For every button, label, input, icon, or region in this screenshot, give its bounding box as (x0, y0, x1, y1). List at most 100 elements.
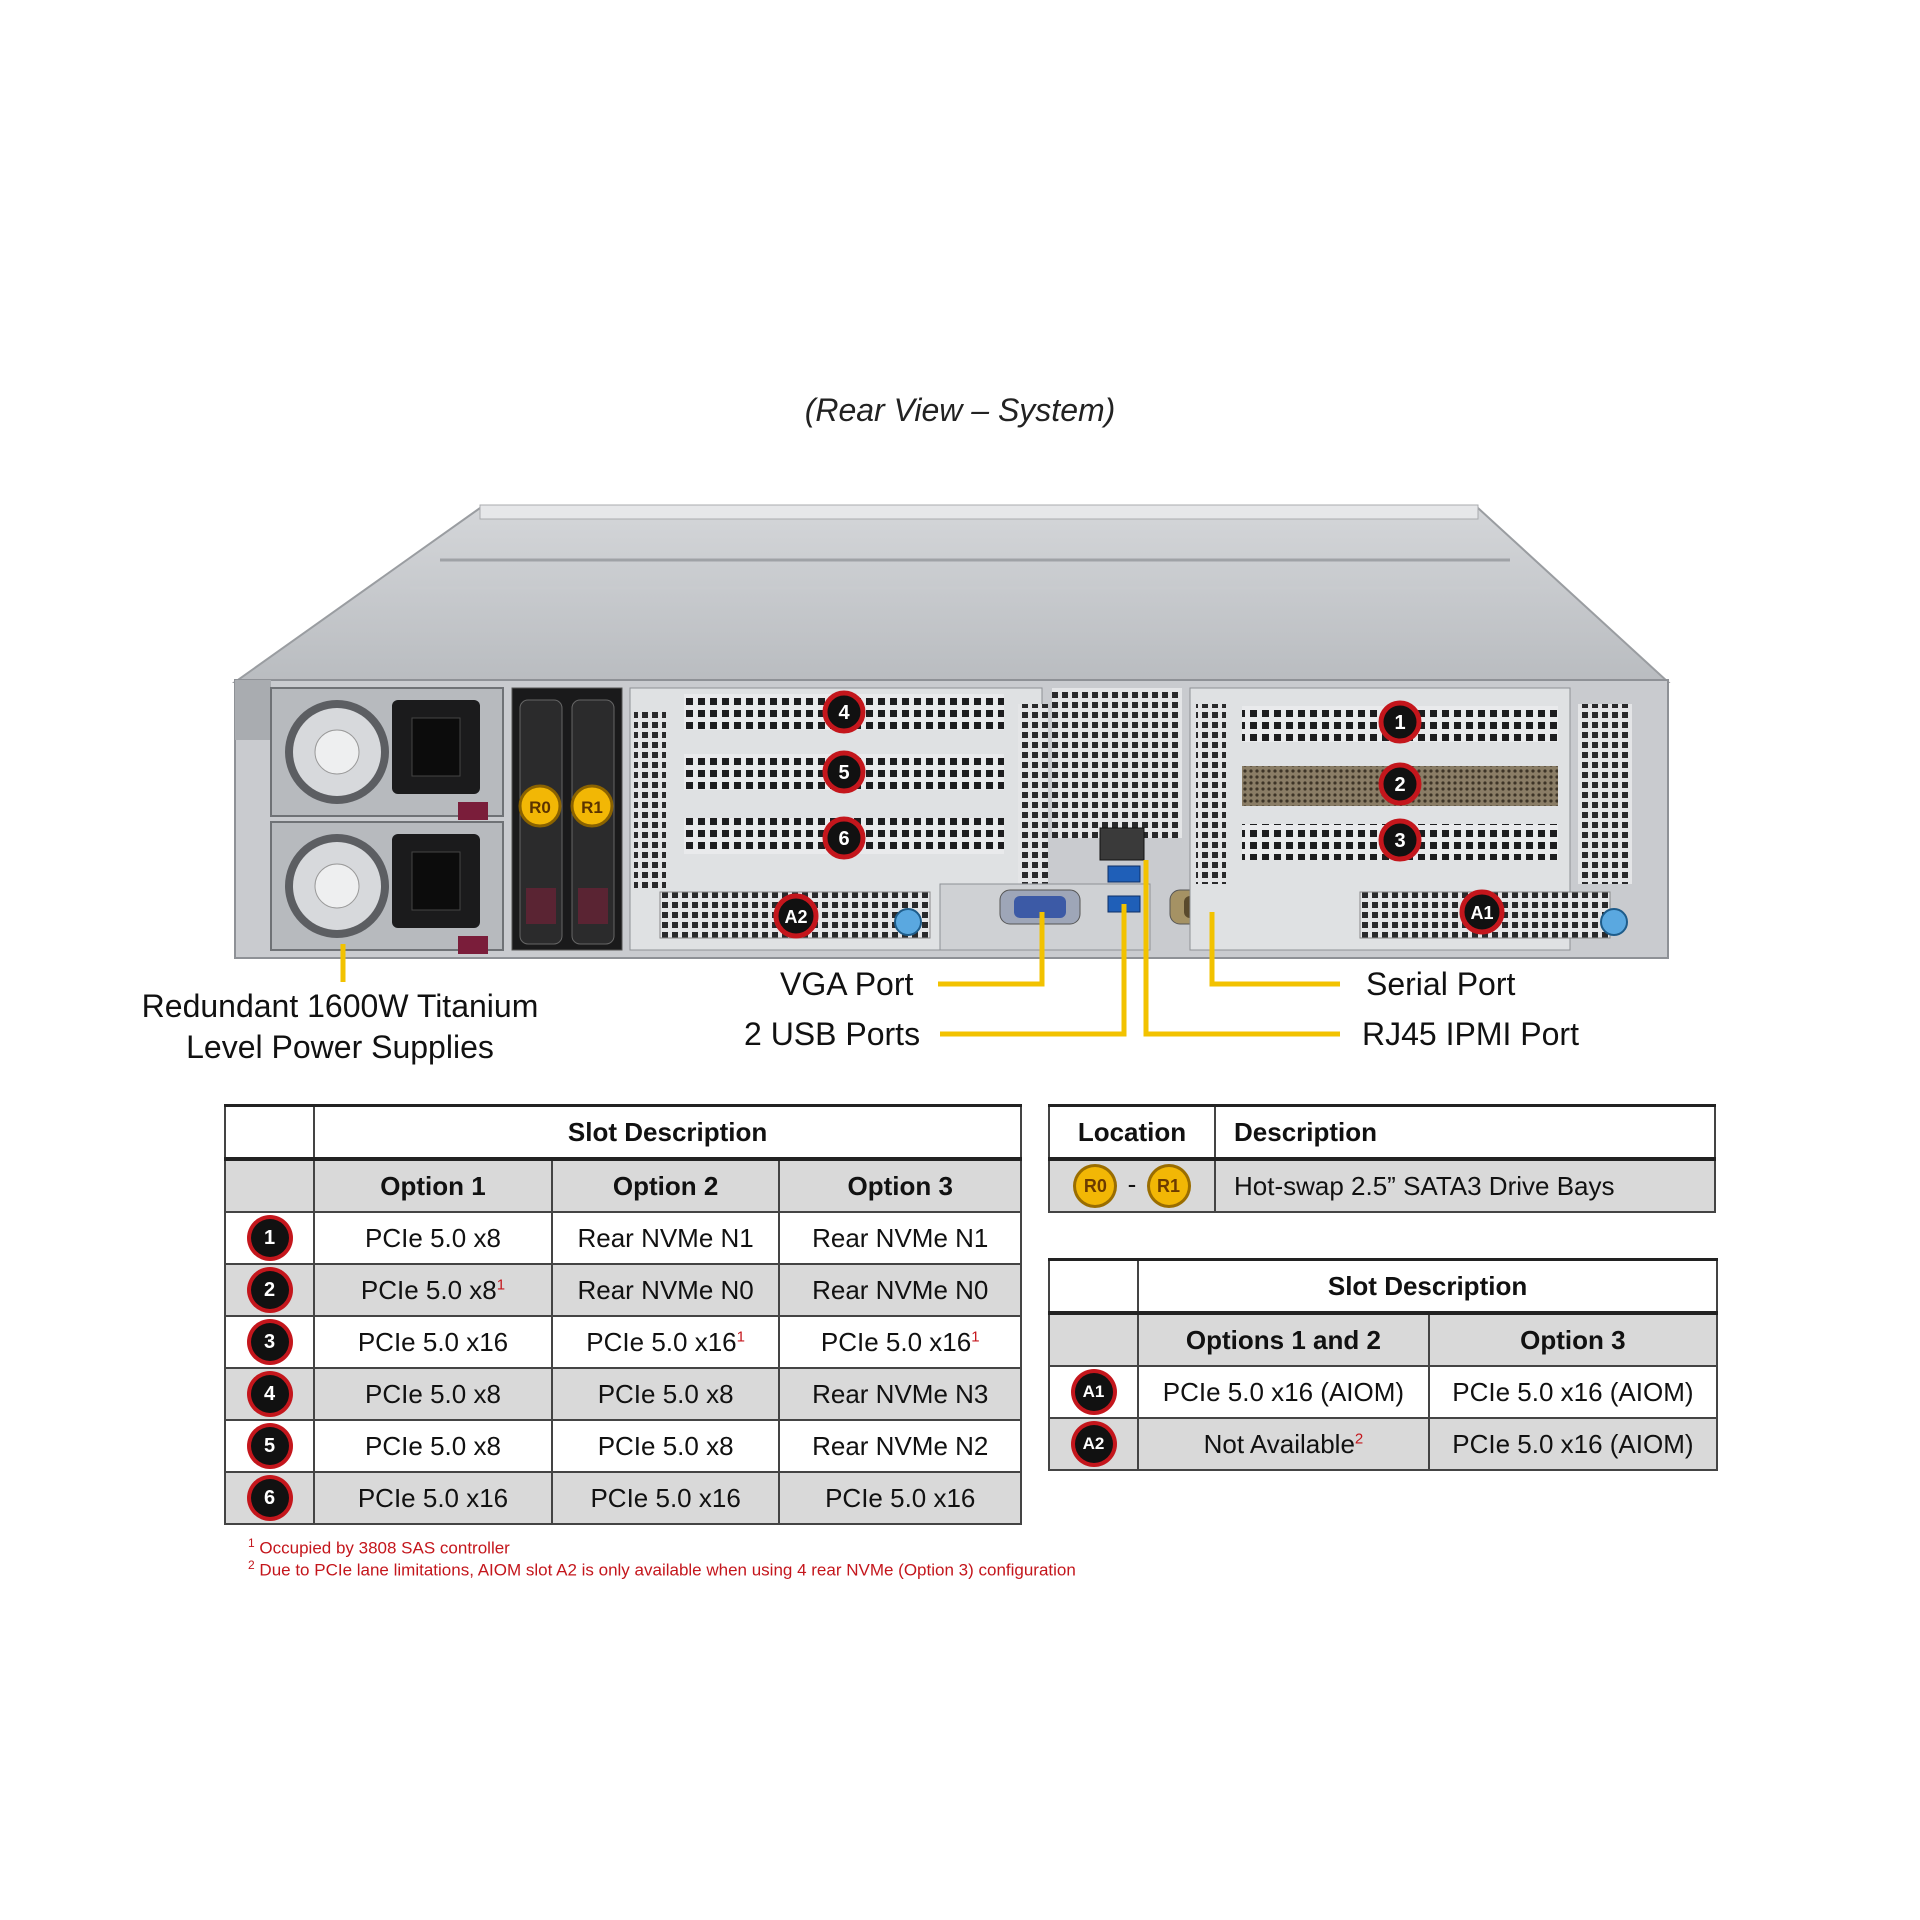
table-row: A1 PCIe 5.0 x16 (AIOM) PCIe 5.0 x16 (AIOM) (1047, 1365, 1719, 1419)
option-3-cell-text: PCIe 5.0 x16 (AIOM) (1452, 1376, 1694, 1407)
option-1-cell: PCIe 5.0 x8 (313, 1211, 553, 1265)
server-rear-illustration: 4 5 6 1 2 3 A2 A1 R0 R1 (231, 504, 1671, 1037)
option-2-cell: PCIe 5.0 x8 (550, 1419, 781, 1473)
option-1-cell: PCIe 5.0 x16 (313, 1315, 553, 1369)
footnote-1-number: 1 (248, 1536, 255, 1550)
location-cell: R0 - R1 (1048, 1158, 1216, 1213)
aiom-slot-table: Slot Description Options 1 and 2 Option … (1047, 1258, 1719, 1471)
option-2-cell: PCIe 5.0 x16 (550, 1471, 781, 1525)
location-table: Location Description R0 - R1 Hot-swap 2.… (1048, 1104, 1716, 1213)
slot-number-cell: 3 (223, 1315, 316, 1369)
option-3-cell: Rear NVMe N3 (778, 1367, 1022, 1421)
option-2-cell-text: PCIe 5.0 x8 (597, 1378, 734, 1409)
badge-r1: R1 (570, 784, 614, 828)
table-row: 6 PCIe 5.0 x16 PCIe 5.0 x16 PCIe 5.0 x16 (223, 1471, 1022, 1525)
option-2-cell-text: PCIe 5.0 x16 (586, 1326, 737, 1357)
option-3-cell-text: PCIe 5.0 x16 (820, 1326, 972, 1357)
psu-label-line2: Level Power Supplies (186, 1029, 494, 1065)
option-3-cell: Rear NVMe N2 (778, 1419, 1022, 1473)
option-2-cell: Rear NVMe N1 (550, 1211, 781, 1265)
options-1-and-2-header: Options 1 and 2 (1137, 1311, 1430, 1367)
location-header: Location (1048, 1104, 1216, 1161)
svg-text:6: 6 (838, 828, 849, 850)
option-3-cell-text: Rear NVMe N1 (812, 1222, 989, 1253)
footnote-marker: 2 (1354, 1429, 1364, 1447)
slot-description-header: Slot Description (313, 1104, 1022, 1160)
option-3-cell: Rear NVMe N0 (778, 1263, 1022, 1317)
footnote-1-text: Occupied by 3808 SAS controller (259, 1538, 510, 1558)
option-1-cell: PCIe 5.0 x81 (313, 1263, 553, 1317)
callout-lines (340, 860, 1340, 1037)
option-2-cell-text: Rear NVMe N1 (577, 1222, 754, 1253)
option-1-header: Option 1 (313, 1157, 553, 1213)
footnote-2-text: Due to PCIe lane limitations, AIOM slot … (259, 1560, 1076, 1580)
options-1-and-2-cell-text: PCIe 5.0 x16 (AIOM) (1162, 1376, 1405, 1407)
svg-text:3: 3 (1394, 830, 1405, 852)
svg-text:2: 2 (1394, 774, 1405, 796)
corner-cell (223, 1157, 316, 1213)
corner-cell (223, 1104, 316, 1160)
badge-slot-5: 5 (822, 750, 866, 794)
footnote-2: 2 Due to PCIe lane limitations, AIOM slo… (248, 1558, 1076, 1581)
figure-title: (Rear View – System) (804, 392, 1116, 428)
chassis-top-cover (231, 504, 1671, 683)
svg-text:R0: R0 (529, 798, 551, 817)
aiom-badge-a2: A2 (1074, 1425, 1113, 1463)
option-2-cell: PCIe 5.0 x8 (550, 1367, 781, 1421)
footnote-2-number: 2 (248, 1558, 255, 1572)
slot-badge-6: 6 (250, 1479, 289, 1517)
option-2-cell: PCIe 5.0 x161 (550, 1315, 781, 1369)
slot-badge-3: 3 (250, 1323, 289, 1361)
aiom-slot-description-header: Slot Description (1137, 1258, 1718, 1314)
badge-r0: R0 (1076, 1167, 1115, 1205)
option-2-cell-text: PCIe 5.0 x16 (590, 1482, 741, 1513)
option-3-cell: PCIe 5.0 x161 (778, 1315, 1022, 1369)
option-1-cell: PCIe 5.0 x8 (313, 1419, 553, 1473)
options-1-and-2-cell: Not Available2 (1137, 1417, 1430, 1471)
badge-a2: A2 (773, 893, 819, 939)
option-1-cell-text: PCIe 5.0 x16 (357, 1482, 509, 1513)
drive-bay-description: Hot-swap 2.5” SATA3 Drive Bays (1214, 1158, 1716, 1213)
option-3-cell-text: PCIe 5.0 x16 (825, 1482, 976, 1513)
svg-text:A1: A1 (1470, 903, 1493, 923)
slot-number-cell: 1 (223, 1211, 316, 1265)
aiom-badge-a1: A1 (1074, 1373, 1113, 1411)
badge-r0: R0 (518, 784, 562, 828)
svg-text:A2: A2 (784, 907, 807, 927)
option-1-cell: PCIe 5.0 x16 (313, 1471, 553, 1525)
vga-port-label: VGA Port (780, 966, 914, 1002)
aiom-slot-cell: A2 (1047, 1417, 1140, 1471)
table-row: 1 PCIe 5.0 x8 Rear NVMe N1 Rear NVMe N1 (223, 1211, 1022, 1265)
option-1-cell-text: PCIe 5.0 x16 (357, 1326, 509, 1357)
badge-slot-1: 1 (1378, 700, 1422, 744)
slot-badge-1: 1 (250, 1219, 289, 1257)
option-3-cell: PCIe 5.0 x16 (AIOM) (1427, 1417, 1719, 1471)
option-1-cell-text: PCIe 5.0 x8 (365, 1430, 501, 1461)
slot-description-table: Slot Description Option 1 Option 2 Optio… (223, 1104, 1022, 1525)
option-2-header: Option 2 (550, 1157, 781, 1213)
power-supply-2 (270, 821, 504, 954)
option-3-cell: PCIe 5.0 x16 (778, 1471, 1022, 1525)
svg-text:4: 4 (838, 702, 850, 724)
slot-number-cell: 6 (223, 1471, 316, 1525)
power-supply-1 (270, 687, 504, 820)
slot-number-cell: 2 (223, 1263, 316, 1317)
option-1-cell-text: PCIe 5.0 x8 (365, 1222, 501, 1253)
badge-a1: A1 (1459, 889, 1505, 935)
option-3-cell-text: Rear NVMe N2 (812, 1430, 989, 1461)
corner-cell (1047, 1311, 1140, 1367)
option-3-header: Option 3 (1427, 1311, 1719, 1367)
psu-label: Redundant 1600W Titanium Level Power Sup… (130, 988, 550, 1066)
psu-label-line1: Redundant 1600W Titanium (141, 988, 539, 1024)
option-1-cell-text: PCIe 5.0 x8 (360, 1274, 497, 1305)
footnote-marker: 1 (496, 1275, 506, 1293)
footnote-1: 1 Occupied by 3808 SAS controller (248, 1536, 510, 1559)
aiom-slot-cell: A1 (1047, 1365, 1140, 1419)
option-3-header: Option 3 (778, 1157, 1022, 1213)
badge-slot-6: 6 (822, 816, 866, 860)
